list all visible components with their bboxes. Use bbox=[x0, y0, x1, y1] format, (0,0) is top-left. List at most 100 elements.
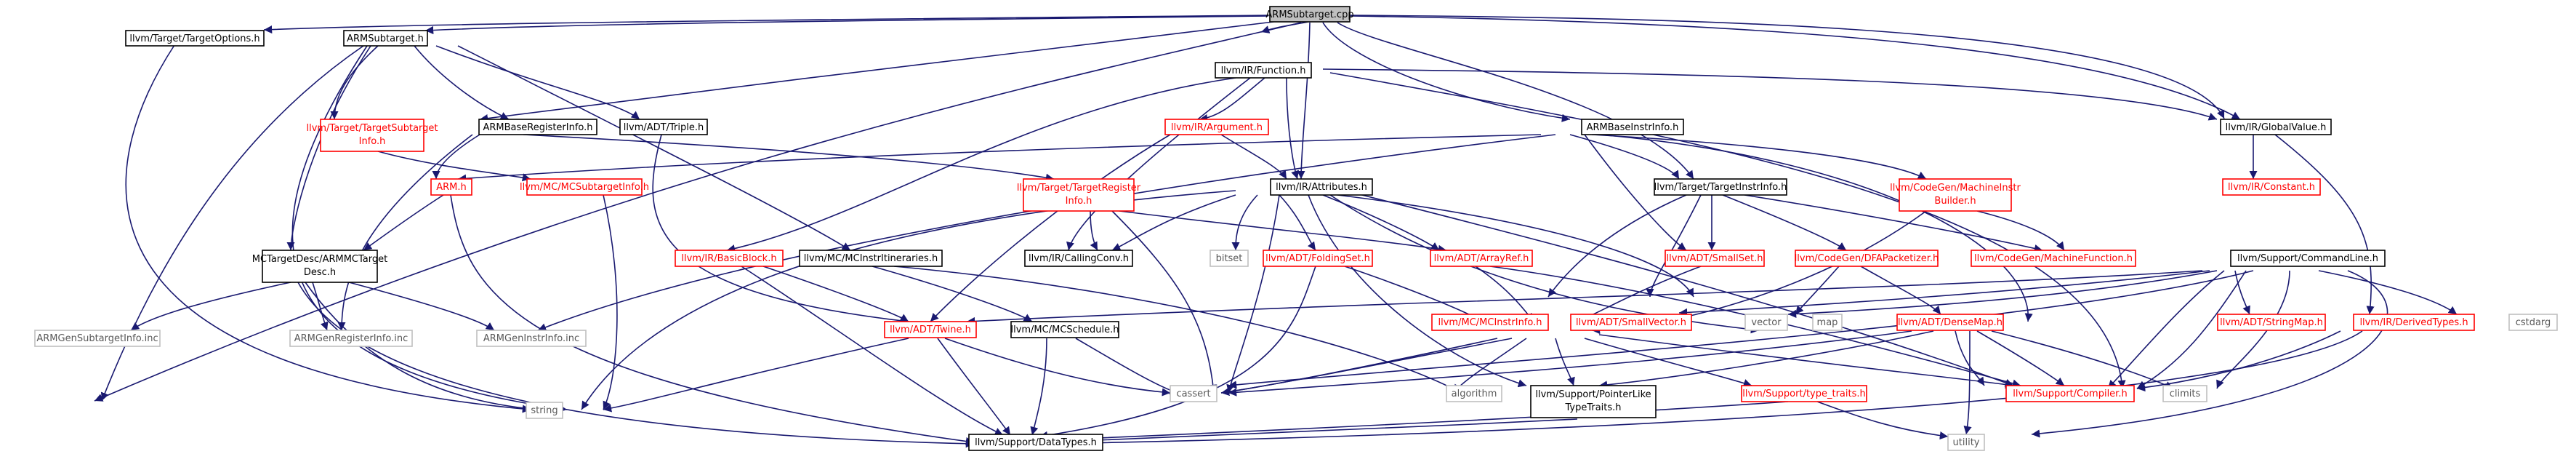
node-mc-instr-itineraries[interactable]: llvm/MC/MCInstrItineraries.h bbox=[799, 250, 943, 267]
node-climits: climits bbox=[2162, 385, 2207, 402]
node-label: llvm/IR/Attributes.h bbox=[1276, 182, 1367, 193]
node-label: ARMSubtarget.h bbox=[347, 33, 424, 44]
node-mc-target-desc[interactable]: MCTargetDesc/ARMMCTarget Desc.h bbox=[252, 250, 387, 283]
node-label: llvm/IR/GlobalValue.h bbox=[2226, 122, 2327, 133]
node-label: llvm/IR/Constant.h bbox=[2228, 182, 2315, 193]
edge bbox=[603, 338, 909, 413]
edge bbox=[348, 282, 495, 331]
node-ir-attributes[interactable]: llvm/IR/Attributes.h bbox=[1270, 178, 1373, 196]
node-string: string bbox=[526, 402, 563, 419]
node-label: vector bbox=[1751, 317, 1782, 328]
node-label: llvm/IR/BasicBlock.h bbox=[681, 253, 776, 264]
edge bbox=[1963, 330, 1972, 435]
node-adt-array-ref[interactable]: llvm/ADT/ArrayRef.h bbox=[1430, 250, 1533, 267]
node-label: llvm/IR/Function.h bbox=[1221, 65, 1306, 76]
node-support-commandline[interactable]: llvm/Support/CommandLine.h bbox=[2230, 250, 2386, 267]
edge bbox=[893, 266, 1462, 394]
node-target-register-info[interactable]: llvm/Target/TargetRegister Info.h bbox=[1017, 178, 1141, 212]
node-label: Builder.h bbox=[1934, 196, 1976, 207]
node-support-compiler[interactable]: llvm/Support/Compiler.h bbox=[2005, 385, 2135, 402]
node-arm-gen-instr-info-inc: ARMGenInstrInfo.inc bbox=[476, 330, 587, 347]
node-label: MCTargetDesc/ARMMCTarget bbox=[252, 254, 387, 265]
node-codegen-dfa-packetizer[interactable]: llvm/CodeGen/DFAPacketizer.h bbox=[1795, 250, 1939, 267]
edge bbox=[424, 15, 1269, 35]
edge bbox=[1344, 266, 1484, 322]
node-vector: vector bbox=[1744, 314, 1788, 331]
edge bbox=[937, 338, 1011, 436]
edge bbox=[1744, 194, 2043, 252]
node-adt-string-map[interactable]: llvm/ADT/StringMap.h bbox=[2217, 314, 2326, 331]
node-adt-triple[interactable]: llvm/ADT/Triple.h bbox=[619, 119, 708, 135]
node-adt-small-set[interactable]: llvm/ADT/SmallSet.h bbox=[1665, 250, 1765, 267]
node-ir-basic-block[interactable]: llvm/IR/BasicBlock.h bbox=[675, 250, 784, 267]
node-mc-subtarget-info[interactable]: llvm/MC/MCSubtargetInfo.h bbox=[520, 178, 649, 196]
node-label: cassert bbox=[1176, 389, 1210, 399]
edge bbox=[1598, 334, 2014, 389]
edge bbox=[1329, 194, 1760, 334]
node-ir-argument[interactable]: llvm/IR/Argument.h bbox=[1164, 119, 1269, 135]
edge bbox=[1111, 194, 1236, 251]
node-label: llvm/MC/MCInstrItineraries.h bbox=[804, 253, 938, 264]
node-label: ARMGenSubtargetInfo.inc bbox=[36, 333, 158, 344]
node-mc-instr-info[interactable]: llvm/MC/MCInstrInfo.h bbox=[1431, 314, 1549, 331]
edge bbox=[1591, 134, 1927, 180]
edge bbox=[1322, 22, 1571, 122]
node-label: llvm/IR/Argument.h bbox=[1171, 122, 1263, 133]
node-label: Info.h bbox=[359, 136, 386, 147]
edge bbox=[1816, 401, 1949, 440]
node-mc-schedule[interactable]: llvm/MC/MCSchedule.h bbox=[1010, 321, 1119, 338]
node-pointer-like-type-traits[interactable]: llvm/Support/PointerLike TypeTraits.h bbox=[1530, 385, 1657, 418]
edge bbox=[1066, 77, 1251, 251]
edge bbox=[1598, 330, 1934, 389]
node-label: llvm/IR/DerivedTypes.h bbox=[2359, 317, 2468, 328]
node-label: llvm/MC/MCInstrInfo.h bbox=[1438, 317, 1542, 328]
edge bbox=[1795, 266, 1840, 315]
node-target-subtarget-info[interactable]: llvm/Target/TargetSubtarget Info.h bbox=[306, 119, 438, 152]
node-target-options[interactable]: llvm/Target/TargetOptions.h bbox=[125, 30, 265, 47]
node-codegen-machine-instr-builder[interactable]: llvm/CodeGen/MachineInstr Builder.h bbox=[1890, 178, 2021, 212]
node-arm-base-instr-info[interactable]: ARMBaseInstrInfo.h bbox=[1581, 119, 1684, 135]
edge bbox=[1860, 266, 1941, 315]
node-ir-calling-conv[interactable]: llvm/IR/CallingConv.h bbox=[1024, 250, 1133, 267]
edge bbox=[297, 282, 975, 448]
node-label: llvm/Target/TargetInstrInfo.h bbox=[1654, 182, 1787, 193]
node-label: map bbox=[1817, 317, 1838, 328]
node-ir-derived-types[interactable]: llvm/IR/DerivedTypes.h bbox=[2353, 314, 2475, 331]
node-adt-twine[interactable]: llvm/ADT/Twine.h bbox=[884, 321, 977, 338]
edge bbox=[741, 266, 1004, 436]
node-ir-function[interactable]: llvm/IR/Function.h bbox=[1215, 62, 1312, 79]
node-label: ARMSubtarget.cpp bbox=[1265, 9, 1353, 20]
node-arm-base-register-info[interactable]: ARMBaseRegisterInfo.h bbox=[478, 119, 597, 135]
node-ir-constant[interactable]: llvm/IR/Constant.h bbox=[2222, 178, 2321, 196]
node-ir-globalvalue[interactable]: llvm/IR/GlobalValue.h bbox=[2220, 119, 2332, 135]
edge bbox=[457, 45, 851, 251]
node-adt-folding-set[interactable]: llvm/ADT/FoldingSet.h bbox=[1263, 250, 1373, 267]
edge bbox=[1584, 338, 1752, 387]
node-label: ARMGenInstrInfo.inc bbox=[483, 333, 579, 344]
node-target-instr-info[interactable]: llvm/Target/TargetInstrInfo.h bbox=[1654, 178, 1787, 196]
node-armsubtarget-h[interactable]: ARMSubtarget.h bbox=[343, 30, 428, 47]
edge bbox=[762, 266, 909, 322]
node-label: ARM.h bbox=[436, 182, 467, 193]
node-adt-dense-map[interactable]: llvm/ADT/DenseMap.h bbox=[1896, 314, 2004, 331]
edge bbox=[1075, 338, 1178, 394]
edge bbox=[125, 44, 531, 413]
edge bbox=[130, 282, 291, 331]
node-support-type-traits[interactable]: llvm/Support/type_traits.h bbox=[1741, 385, 1867, 402]
node-label: llvm/ADT/FoldingSet.h bbox=[1265, 253, 1370, 264]
edge bbox=[435, 45, 640, 120]
node-adt-small-vector[interactable]: llvm/ADT/SmallVector.h bbox=[1570, 314, 1692, 331]
node-label: llvm/CodeGen/DFAPacketizer.h bbox=[1795, 253, 1939, 264]
edge bbox=[1976, 330, 2065, 386]
edge bbox=[337, 134, 473, 331]
node-support-data-types[interactable]: llvm/Support/DataTypes.h bbox=[968, 434, 1103, 451]
node-codegen-machine-function[interactable]: llvm/CodeGen/MachineFunction.h bbox=[1971, 250, 2136, 267]
edge bbox=[286, 45, 371, 251]
edge bbox=[1228, 270, 2254, 389]
node-arm-h[interactable]: ARM.h bbox=[430, 178, 472, 196]
edge bbox=[94, 22, 1302, 402]
edge bbox=[1322, 68, 2218, 121]
edge bbox=[1228, 330, 1912, 397]
edge bbox=[1030, 338, 1047, 436]
